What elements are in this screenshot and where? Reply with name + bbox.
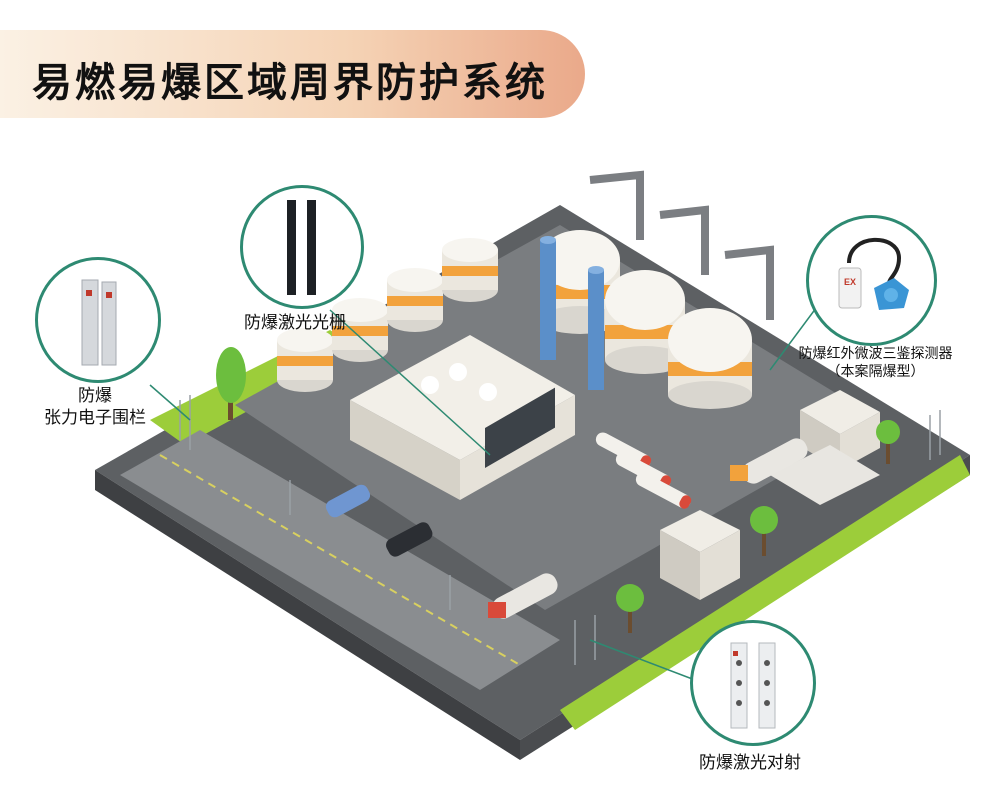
label-detector: 防爆红外微波三鉴探测器 （本案隔爆型） bbox=[788, 345, 963, 381]
detector-badge: EX bbox=[844, 277, 856, 287]
leader-grating bbox=[329, 309, 491, 456]
truck-right bbox=[730, 438, 808, 484]
truck-bottom bbox=[488, 573, 558, 619]
tree-right1 bbox=[876, 420, 900, 464]
ground-side-left bbox=[95, 470, 520, 760]
office-buildings bbox=[660, 390, 880, 600]
callout-detector: EX bbox=[806, 215, 937, 346]
page-title: 易燃易爆区域周界防护系统 bbox=[32, 60, 548, 106]
callout-beam bbox=[690, 620, 816, 746]
tree-right2 bbox=[750, 506, 778, 556]
label-beam: 防爆激光对射 bbox=[699, 753, 801, 773]
label-fence: 防爆 张力电子围栏 bbox=[15, 385, 175, 429]
tree-bottom bbox=[616, 584, 644, 633]
title-banner: 易燃易爆区域周界防护系统 bbox=[0, 30, 585, 118]
label-fence-line1: 防爆 bbox=[78, 386, 112, 406]
pipe-cylinders bbox=[595, 432, 692, 509]
car-blue bbox=[325, 484, 371, 518]
car-dark bbox=[386, 522, 433, 557]
chimneys bbox=[540, 236, 604, 390]
tree-left bbox=[216, 347, 246, 420]
leader-fence bbox=[149, 384, 191, 421]
grass-right bbox=[560, 455, 970, 730]
tanks-small bbox=[277, 238, 498, 392]
callout-grating bbox=[240, 185, 364, 309]
leader-beam bbox=[589, 639, 696, 681]
callout-fence bbox=[35, 257, 161, 383]
fence bbox=[179, 395, 941, 665]
label-fence-line2: 张力电子围栏 bbox=[44, 408, 146, 428]
label-grating: 防爆激光光栅 bbox=[244, 313, 346, 333]
label-detector-line2: （本案隔爆型） bbox=[826, 364, 925, 380]
label-detector-line1: 防爆红外微波三鉴探测器 bbox=[798, 346, 953, 362]
main-building bbox=[350, 335, 575, 500]
